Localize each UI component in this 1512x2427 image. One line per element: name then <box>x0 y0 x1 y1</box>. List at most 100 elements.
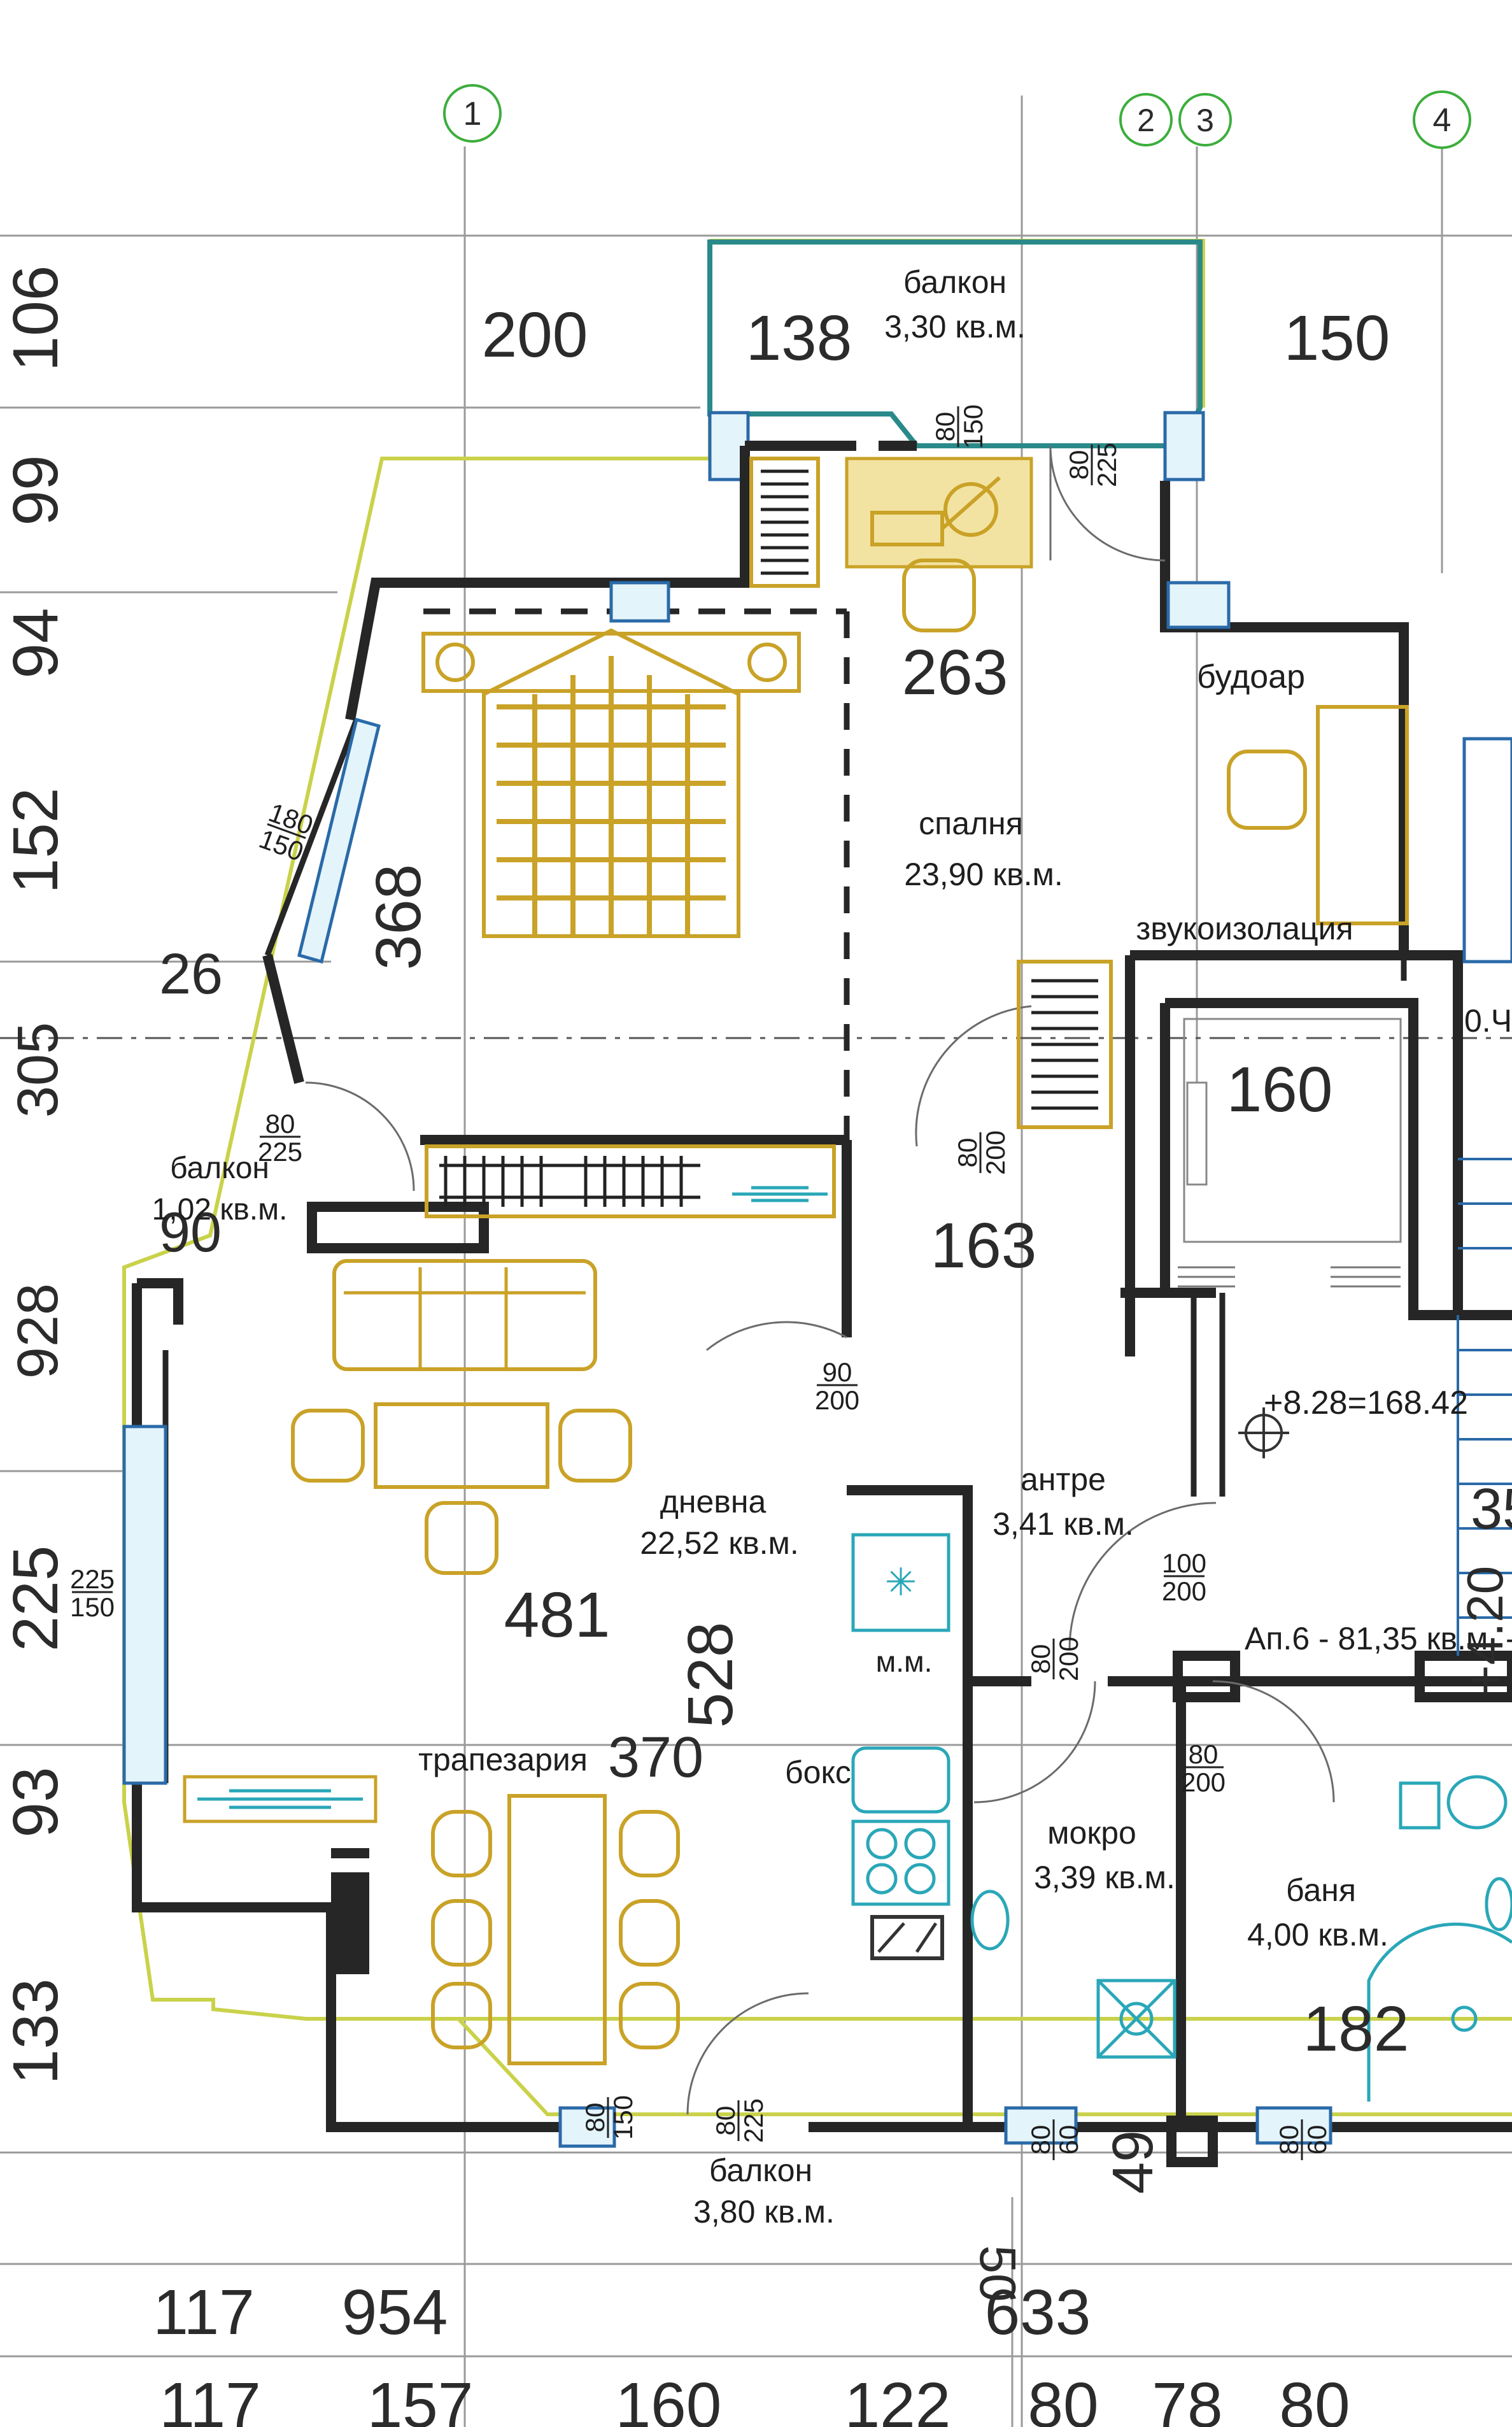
dim-left-928: 928 <box>6 1283 70 1379</box>
opening-width: 100 <box>1162 1548 1206 1578</box>
coffee-table <box>374 1402 549 1489</box>
dim-bottom-80b: 80 <box>1279 2370 1350 2427</box>
opening-width: 80 <box>1026 1644 1056 1674</box>
dim-left-94: 94 <box>0 608 71 678</box>
axis-label-3: 3 <box>1196 103 1214 138</box>
door-bath <box>1212 1680 1335 1803</box>
door-balcony-west <box>305 1081 415 1192</box>
balcony-top-area: 3,30 кв.м. <box>884 309 1026 345</box>
elevator <box>1178 1018 1402 1288</box>
apartment-label: Ап.6 - 81,35 кв.м. - 3 <box>1245 1621 1512 1656</box>
axis-marker-2 <box>1119 93 1173 146</box>
wardrobe-bedroom <box>425 1144 836 1218</box>
opening-width: 80 <box>1064 450 1094 480</box>
opening-height: 200 <box>1181 1767 1226 1797</box>
opening-height: 150 <box>70 1592 115 1622</box>
dim-bottom-157: 157 <box>367 2370 474 2427</box>
dim-left-90: 90 <box>159 1200 222 1263</box>
stair-label: 0.Ч <box>1464 1003 1512 1039</box>
building-outline <box>122 241 1512 2021</box>
window-living-west <box>122 1425 167 1785</box>
door-dining <box>686 1992 809 2115</box>
living-name: дневна <box>660 1484 767 1520</box>
boudoir-desk <box>1316 705 1409 925</box>
dim-163: 163 <box>931 1210 1037 1281</box>
opening-width: 80 <box>952 1138 982 1168</box>
soundproofing-label: звукоизолация <box>1136 911 1353 946</box>
opening-height: 60 <box>1054 2125 1084 2155</box>
opening-width: 80 <box>580 2103 610 2133</box>
window-bath-south <box>1255 2106 1332 2145</box>
opening-height: 200 <box>1162 1576 1206 1606</box>
opening-width: 80 <box>1274 2125 1304 2155</box>
top-dimensions: 200 138 150 <box>482 299 1390 374</box>
armchair-left <box>291 1409 365 1483</box>
axis-marker-3 <box>1178 93 1232 146</box>
opening-height: 200 <box>815 1385 859 1415</box>
dim-left-93: 93 <box>0 1767 71 1837</box>
balcony-south-outline <box>456 2017 1512 2116</box>
interior-dimensions: 263 368 160 163 481 528 370 182 49 50 35 <box>363 637 1512 2302</box>
dim-left-106: 106 <box>0 266 71 372</box>
dim-bottom-633: 633 <box>985 2277 1091 2348</box>
opening-height: 150 <box>958 404 988 449</box>
dining-chairs <box>431 1810 680 2049</box>
window-bedroom-north <box>609 581 670 623</box>
door-living <box>706 1321 847 1351</box>
bathroom-name: баня <box>1286 1872 1356 1908</box>
window-wet-south <box>1004 2106 1078 2145</box>
opening-width: 80 <box>265 1109 295 1139</box>
armchair-right <box>558 1409 632 1483</box>
axis-marker-1 <box>443 84 502 143</box>
pouf <box>425 1501 498 1575</box>
bathroom-area: 4,00 кв.м. <box>1247 1917 1388 1953</box>
wardrobe-hall <box>1017 960 1113 1129</box>
left-dimensions: 106 99 94 152 26 305 90 928 225 93 133 <box>0 266 223 2085</box>
dining-table <box>507 1794 607 2065</box>
dim-left-99: 99 <box>0 455 71 525</box>
dim-bottom-117a: 117 <box>153 2277 254 2348</box>
opening-width: 225 <box>70 1564 115 1594</box>
boudoir-armchair <box>1227 750 1307 830</box>
dim-528: 528 <box>675 1622 746 1728</box>
elevation-label: +8.28=168.42 <box>1264 1384 1468 1421</box>
dishwasher-label: м.м. <box>876 1645 933 1678</box>
bedroom-name: спалня <box>919 806 1023 841</box>
dim-bottom-954: 954 <box>342 2277 448 2348</box>
dim-263: 263 <box>902 637 1008 708</box>
window-dining-south <box>558 2106 616 2148</box>
wet-room-area: 3,39 кв.м. <box>1034 1860 1175 1895</box>
sofa <box>332 1259 597 1371</box>
dim-left-26: 26 <box>159 943 223 1006</box>
dim-left-152: 152 <box>0 788 71 894</box>
axis-marker-4 <box>1413 90 1471 149</box>
balcony-top-name: балкон <box>903 264 1007 300</box>
opening-labels: 8015080225180150802259020080200100200802… <box>70 404 1332 2160</box>
opening-height: 225 <box>738 2098 768 2143</box>
dim-481: 481 <box>504 1579 611 1651</box>
opening-height: 150 <box>608 2095 638 2140</box>
opening-height: 225 <box>1092 443 1122 487</box>
opening-height: 200 <box>1054 1637 1084 1681</box>
dim-368: 368 <box>363 864 434 971</box>
hall-area: 3,41 кв.м. <box>993 1506 1134 1542</box>
stairs <box>1457 1158 1512 1656</box>
windows <box>122 581 1512 2148</box>
wet-room-name: мокро <box>1047 1815 1136 1851</box>
svg-text:✳: ✳ <box>885 1560 917 1605</box>
balcony-south-name: балкон <box>709 2153 812 2188</box>
dim-top-150: 150 <box>1284 302 1390 374</box>
wardrobe-balcony <box>749 457 820 588</box>
balcony-west-name: балкон <box>170 1151 269 1185</box>
opening-width: 90 <box>823 1357 852 1387</box>
furniture: ✳ <box>183 457 1512 2102</box>
room-labels: балкон 3,30 кв.м. будоар спалня 23,90 кв… <box>152 264 1388 2230</box>
opening-height: 225 <box>258 1137 302 1167</box>
living-area: 22,52 кв.м. <box>640 1525 799 1561</box>
